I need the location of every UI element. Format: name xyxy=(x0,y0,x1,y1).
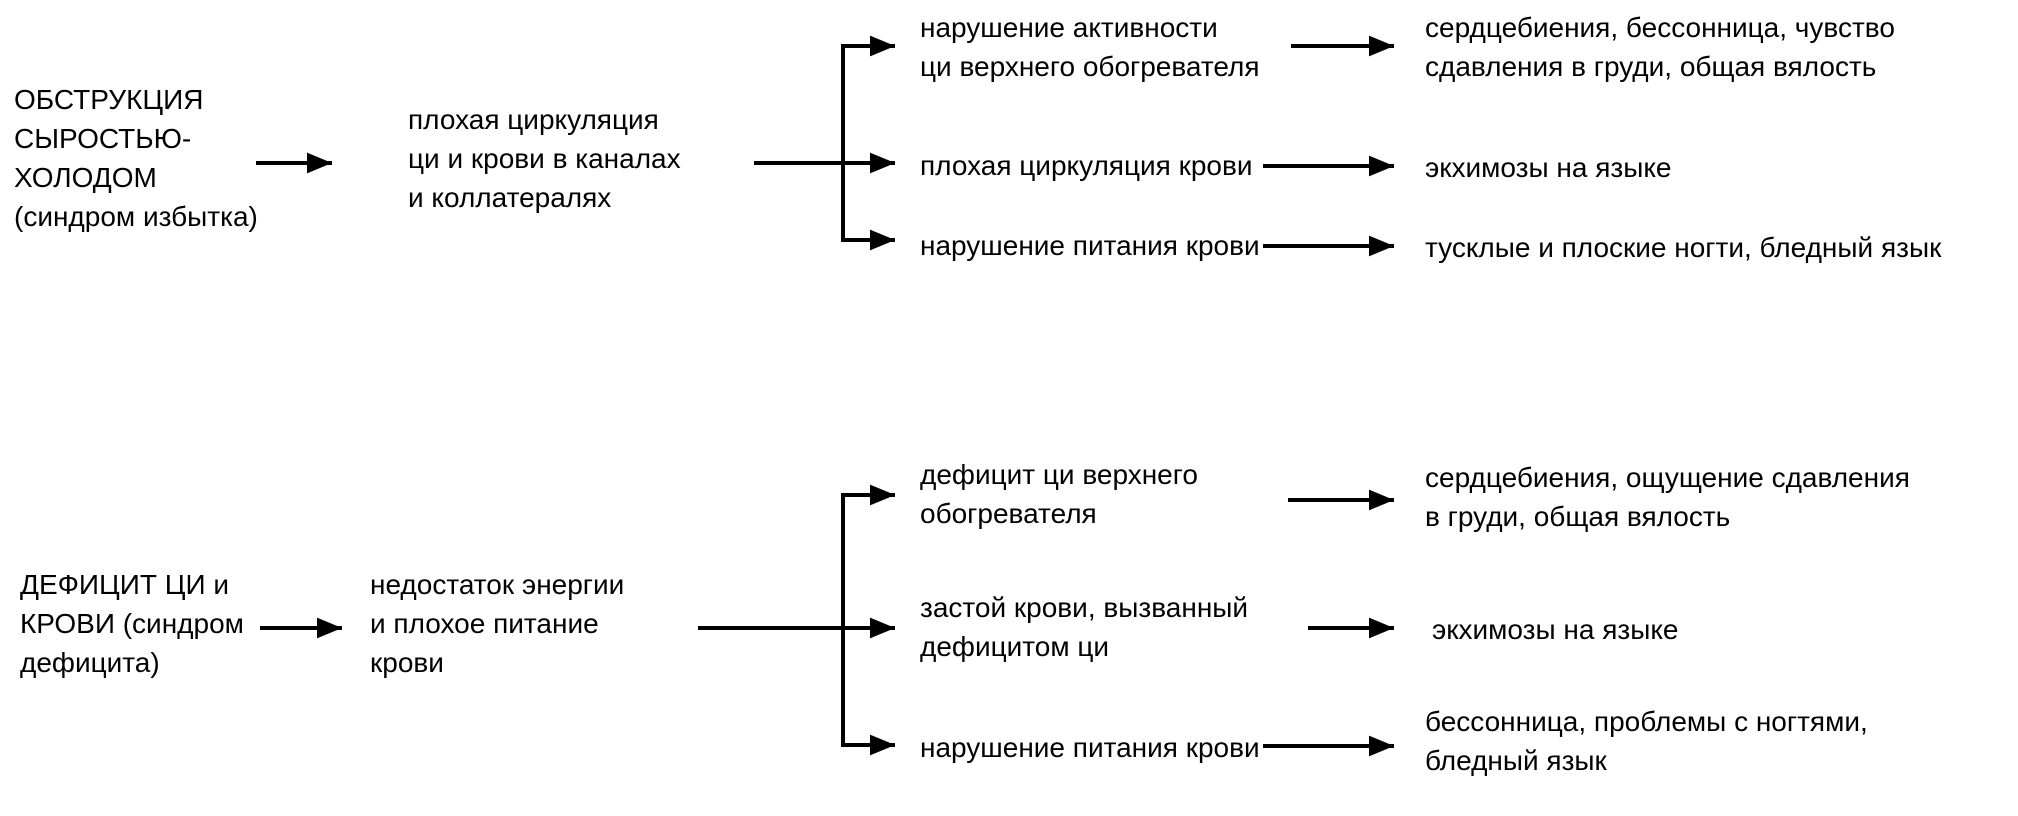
flow1-cause-label: ОБСТРУКЦИЯ СЫРОСТЬЮ- ХОЛОДОМ (синдром из… xyxy=(14,84,258,232)
flow1-mechanism-label: плохая циркуляция ци и крови в каналах и… xyxy=(408,104,681,213)
flow1-outcome1-label: сердцебиения, бессонница, чувство сдавле… xyxy=(1425,12,1895,82)
flow2-branch3-label: нарушение питания крови xyxy=(920,732,1260,763)
flow1-branch3-label: нарушение питания крови xyxy=(920,230,1260,261)
flow1-branch2-label: плохая циркуляция крови xyxy=(920,150,1253,181)
flow2-mechanism-label: недостаток энергии и плохое питание кров… xyxy=(370,569,625,678)
flow1-outcome3-label: тусклые и плоские ногти, бледный язык xyxy=(1425,232,1942,263)
flow2-outcome2-label: экхимозы на языке xyxy=(1432,614,1679,645)
flow1-branch1-label: нарушение активности ци верхнего обогрев… xyxy=(920,12,1260,82)
flow2-branch1-label: дефицит ци верхнего обогревателя xyxy=(920,459,1198,529)
flow2-outcome3-label: бессонница, проблемы с ногтями, бледный … xyxy=(1425,706,1868,776)
flow1-outcome2-label: экхимозы на языке xyxy=(1425,152,1672,183)
flow2-outcome1-label: сердцебиения, ощущение сдавления в груди… xyxy=(1425,462,1910,532)
flow2-cause-label: ДЕФИЦИТ ЦИ и КРОВИ (синдром дефицита) xyxy=(20,569,244,678)
flow2-branch2-label: застой крови, вызванный дефицитом ци xyxy=(920,592,1249,662)
